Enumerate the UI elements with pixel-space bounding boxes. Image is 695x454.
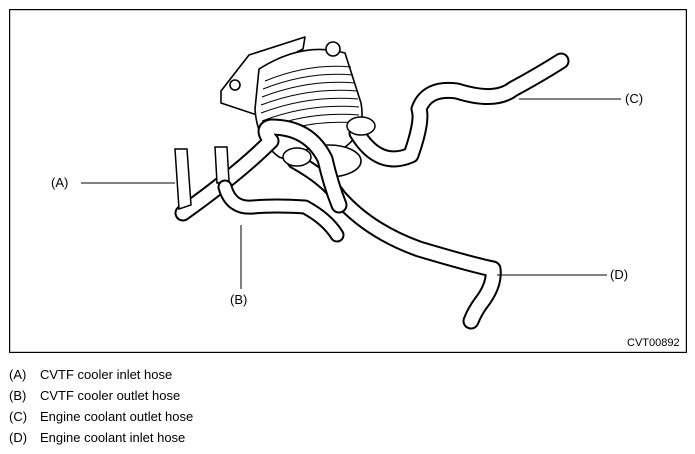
legend-text: CVTF cooler inlet hose bbox=[40, 367, 173, 382]
hose-b bbox=[217, 179, 345, 243]
legend-text: CVTF cooler outlet hose bbox=[40, 388, 181, 403]
legend-item: (C) Engine coolant outlet hose bbox=[9, 406, 609, 427]
diagram-drawing bbox=[9, 9, 687, 353]
callout-a: (A) bbox=[51, 175, 69, 190]
hose-c-clamp bbox=[346, 116, 376, 136]
callout-leaders bbox=[81, 98, 621, 289]
diagram-figure: (A) (B) (C) (D) CVT00892 bbox=[9, 9, 687, 353]
callout-b: (B) bbox=[230, 292, 248, 307]
legend-key: (A) bbox=[9, 367, 27, 382]
hose-d-clamp bbox=[282, 147, 312, 167]
legend-key: (B) bbox=[9, 388, 27, 403]
legend-key: (C) bbox=[9, 409, 28, 424]
legend-item: (D) Engine coolant inlet hose bbox=[9, 427, 609, 448]
figure-frame bbox=[9, 9, 687, 353]
figure-code: CVT00892 bbox=[627, 337, 680, 349]
callout-c: (C) bbox=[625, 91, 644, 106]
hose-c bbox=[348, 52, 570, 168]
cooler-pipe-stubs bbox=[174, 146, 230, 211]
legend-item: (B) CVTF cooler outlet hose bbox=[9, 385, 609, 406]
legend-item: (A) CVTF cooler inlet hose bbox=[9, 364, 609, 385]
legend-text: Engine coolant outlet hose bbox=[40, 409, 194, 424]
legend-text: Engine coolant inlet hose bbox=[40, 430, 186, 445]
legend-key: (D) bbox=[9, 430, 28, 445]
callout-d: (D) bbox=[610, 267, 629, 282]
legend: (A) CVTF cooler inlet hose (B) CVTF cool… bbox=[9, 364, 609, 448]
hose-a bbox=[174, 118, 348, 222]
